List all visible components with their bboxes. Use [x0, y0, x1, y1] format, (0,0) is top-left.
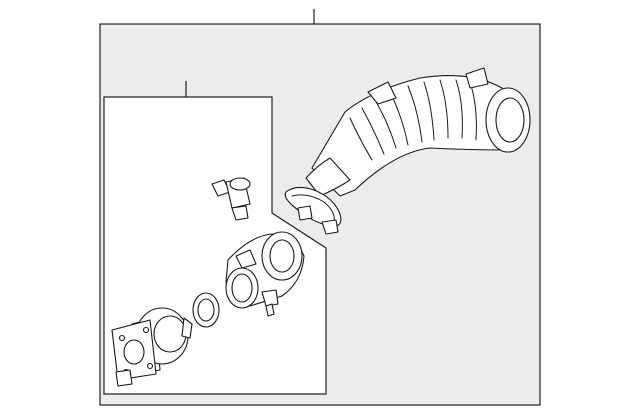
clamp-band	[284, 186, 342, 227]
hose-bracket	[367, 81, 397, 105]
adapter-outlet-bore	[231, 273, 253, 303]
inlet-fitting	[115, 369, 133, 387]
inlet-lip	[181, 317, 193, 339]
adapter-port	[261, 289, 279, 307]
clamp-tab	[321, 219, 339, 235]
inlet-face	[153, 315, 187, 353]
sensor-cap	[229, 177, 251, 191]
gasket	[192, 292, 220, 328]
adapter-inlet-bore	[269, 239, 295, 273]
throttle-body-adapter	[225, 231, 305, 317]
clamp-screw	[297, 205, 313, 221]
air-intake-hose	[305, 67, 531, 197]
bolt-hole	[146, 362, 154, 370]
sensor	[211, 177, 251, 221]
hose-tab	[465, 67, 489, 89]
sensor-tip	[231, 205, 249, 221]
hose-clamp	[284, 186, 342, 235]
gasket-inner	[197, 298, 215, 322]
adapter-boss	[235, 249, 257, 269]
bolt-hole	[142, 326, 150, 334]
turbocharger-inlet	[111, 307, 193, 387]
adapter-nipple	[265, 303, 275, 317]
hose-cuff	[305, 157, 351, 197]
bolt-hole	[118, 334, 126, 342]
hose-outlet-opening	[495, 97, 525, 143]
inlet-port	[123, 339, 145, 365]
